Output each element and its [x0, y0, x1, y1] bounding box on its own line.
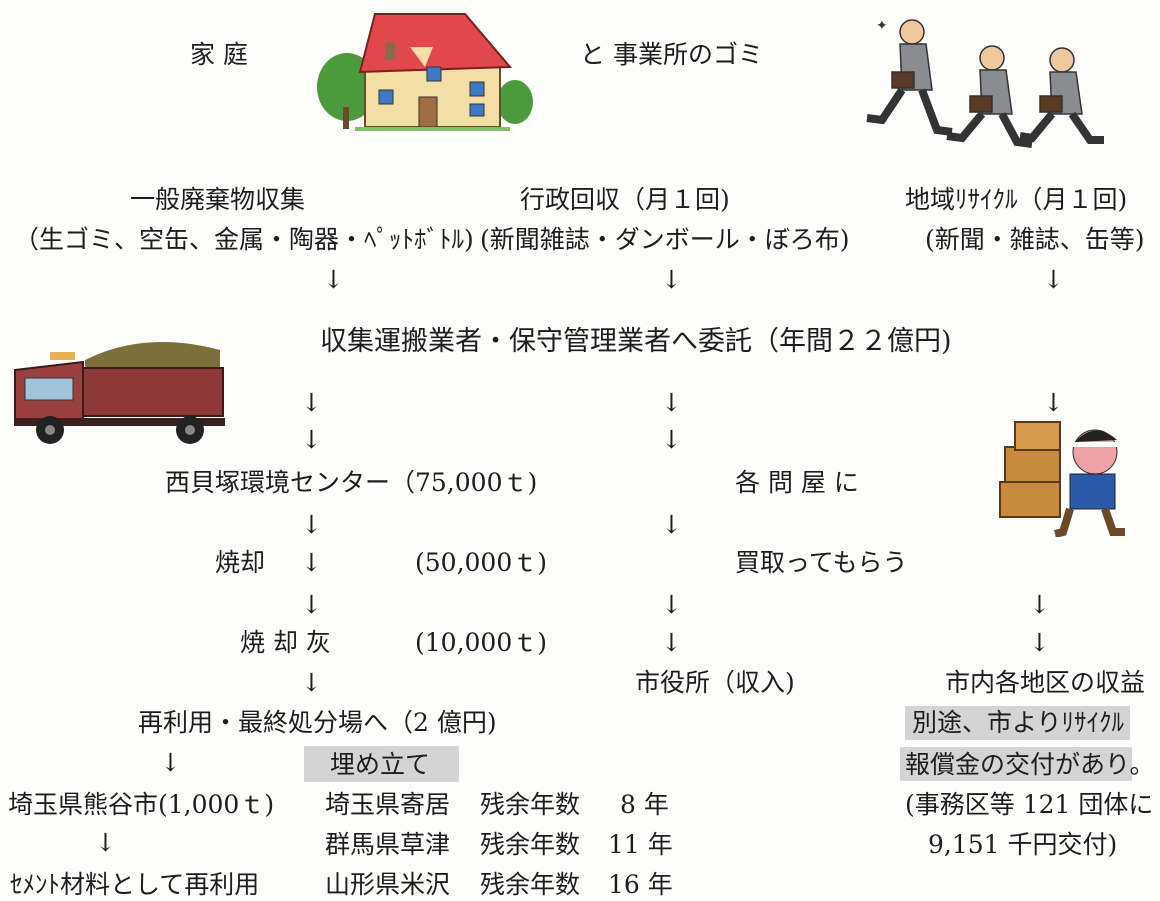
- arrow-general-1: ↓: [323, 265, 344, 294]
- contract-line: 収集運搬業者・保守管理業者へ委託（年間２２億円): [320, 326, 952, 357]
- landfill-years-3: 16 年: [608, 870, 673, 899]
- arrow-kumagaya: ↓: [95, 828, 116, 857]
- incinerate-label: 焼却: [215, 548, 266, 577]
- kumagaya-result: ｾﾒﾝﾄ材料として再利用: [10, 870, 260, 899]
- landfill-years-2: 11 年: [608, 830, 673, 859]
- house-illustration: [317, 13, 533, 131]
- arrow-left-3: ↓: [301, 510, 322, 539]
- arrow-left-7: ↓: [160, 748, 181, 777]
- buyback-text: 買取ってもらう: [735, 548, 908, 577]
- arrow-mid-2: ↓: [661, 425, 682, 454]
- businessmen-illustration: ✦: [866, 18, 1104, 148]
- business-title: と 事業所のゴミ: [580, 40, 763, 69]
- regional-recycle-title: 地域ﾘｻｲｸﾙ（月１回): [905, 185, 1128, 214]
- district-line2: 報償金の交付があり。: [905, 750, 1155, 779]
- arrow-mid-1: ↓: [661, 388, 682, 417]
- regional-recycle-detail: (新聞・雑誌、缶等): [925, 225, 1145, 254]
- landfill-remaining-label-3: 残余年数: [480, 870, 581, 899]
- landfill-place-3: 山形県米沢: [325, 870, 451, 899]
- landfill-place-1: 埼玉県寄居: [325, 790, 451, 819]
- landfill-remaining-label-1: 残余年数: [480, 790, 581, 819]
- district-line1: 別途、市よりﾘｻｲｸﾙ: [912, 708, 1125, 737]
- arrow-mid-5: ↓: [661, 628, 682, 657]
- district-line1-bg: [905, 706, 1130, 740]
- household-title: 家 庭: [190, 40, 248, 69]
- arrow-regional-1: ↓: [1043, 265, 1064, 294]
- landfill-label-bg: [304, 746, 459, 782]
- general-waste-title: 一般廃棄物収集: [130, 185, 306, 214]
- mover-illustration: [999, 421, 1125, 537]
- landfill-remaining-label-2: 残余年数: [480, 830, 581, 859]
- arrow-left-5: ↓: [301, 590, 322, 619]
- truck-illustration: [14, 342, 225, 444]
- district-income: 市内各地区の収益: [945, 668, 1146, 697]
- kumagaya-title: 埼玉県熊谷市(1,000ｔ): [8, 790, 275, 819]
- cityhall-income: 市役所（収入): [635, 668, 795, 697]
- arrow-right-2: ↓: [1029, 590, 1050, 619]
- district-line4: 9,151 千円交付): [928, 830, 1118, 859]
- arrow-left-4: ↓: [301, 548, 322, 577]
- landfill-place-2: 群馬県草津: [325, 830, 451, 859]
- district-line3: (事務区等 121 団体に: [905, 790, 1154, 819]
- admin-collection-detail: (新聞雑誌・ダンボール・ぼろ布): [480, 225, 850, 254]
- arrow-right-3: ↓: [1029, 628, 1050, 657]
- ash-label: 焼 却 灰: [240, 628, 331, 657]
- arrow-mid-3: ↓: [661, 510, 682, 539]
- wholesaler-title: 各 問 屋 に: [735, 468, 859, 497]
- reuse-landfill: 再利用・最終処分場へ（2 億円): [138, 708, 497, 737]
- arrow-admin-1: ↓: [661, 265, 682, 294]
- arrow-left-6: ↓: [301, 668, 322, 697]
- center-name: 西貝塚環境センター（75,000ｔ): [165, 468, 538, 497]
- district-line2-bg: [900, 747, 1132, 781]
- arrow-left-2: ↓: [301, 425, 322, 454]
- landfill-label: 埋め立て: [330, 750, 431, 779]
- arrow-left-1: ↓: [301, 388, 322, 417]
- general-waste-detail: （生ゴミ、空缶、金属・陶器・ﾍﾟｯﾄﾎﾞﾄﾙ): [14, 225, 474, 254]
- admin-collection-title: 行政回収（月１回): [520, 185, 730, 214]
- ash-amount: (10,000ｔ): [415, 628, 547, 657]
- landfill-years-1: 8 年: [620, 790, 669, 819]
- svg-text:✦: ✦: [876, 18, 888, 34]
- incinerate-amount: (50,000ｔ): [415, 548, 547, 577]
- arrow-right-1: ↓: [1043, 388, 1064, 417]
- arrow-mid-4: ↓: [661, 590, 682, 619]
